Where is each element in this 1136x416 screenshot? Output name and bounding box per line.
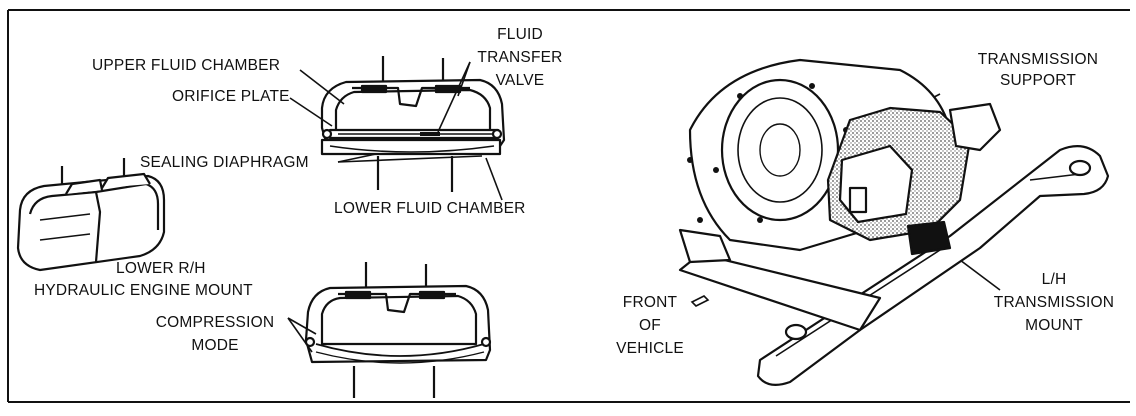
label-lh-transmission-mount-line3: MOUNT xyxy=(1025,317,1083,334)
label-lower-rh-line2: HYDRAULIC ENGINE MOUNT xyxy=(34,282,253,299)
label-front-of-vehicle-line1: FRONT xyxy=(622,294,678,311)
upper-mount-cross-section xyxy=(320,56,506,192)
label-transmission-support-line2: SUPPORT xyxy=(999,72,1077,89)
label-lh-transmission-mount-line2: TRANSMISSION xyxy=(993,294,1115,311)
label-compression-mode-line1: COMPRESSION xyxy=(155,314,275,331)
rh-engine-mount-exterior xyxy=(16,158,166,272)
label-front-of-vehicle-line2: OF xyxy=(639,317,661,334)
label-compression-mode-line2: MODE xyxy=(191,337,239,354)
label-fluid-transfer-valve-line1: FLUID xyxy=(497,26,543,43)
diagram-frame xyxy=(7,9,1130,403)
label-front-of-vehicle-line3: VEHICLE xyxy=(616,340,684,357)
label-lower-fluid-chamber: LOWER FLUID CHAMBER xyxy=(334,200,526,217)
compression-mode-mount xyxy=(304,262,492,398)
label-orifice-plate: ORIFICE PLATE xyxy=(172,88,290,105)
label-lh-transmission-mount-line1: L/H xyxy=(1041,271,1067,288)
label-upper-fluid-chamber: UPPER FLUID CHAMBER xyxy=(92,57,281,74)
label-sealing-diaphragm: SEALING DIAPHRAGM xyxy=(140,154,309,171)
transmission-assembly xyxy=(678,58,1110,387)
front-arrow-icon xyxy=(690,295,710,307)
label-fluid-transfer-valve-line3: VALVE xyxy=(495,72,545,89)
label-transmission-support-line1: TRANSMISSION xyxy=(977,51,1099,68)
label-fluid-transfer-valve-line2: TRANSFER xyxy=(477,49,563,66)
label-lower-rh-line1: LOWER R/H xyxy=(116,260,206,277)
